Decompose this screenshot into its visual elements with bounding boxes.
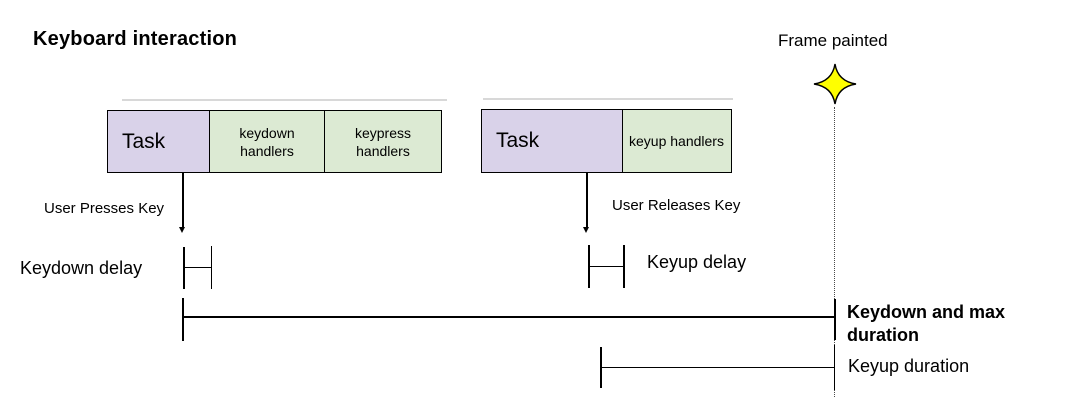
frame-painted-timeline xyxy=(834,107,835,397)
keydown-delay-tick-left xyxy=(183,247,185,289)
user-releases-key-label: User Releases Key xyxy=(612,197,741,214)
keyup-delay-connector xyxy=(588,265,625,267)
guide-line xyxy=(122,99,447,101)
keydown-delay-connector xyxy=(183,266,212,268)
keydown-handlers-box: keydown handlers xyxy=(208,110,326,173)
keydown-max-duration-label: Keydown and max duration xyxy=(847,302,1006,345)
keydown-delay-label: Keydown delay xyxy=(20,258,143,278)
keydown-handlers-label: keydown handlers xyxy=(239,124,295,159)
frame-painted-star-icon xyxy=(813,63,857,105)
user-presses-key-label: User Presses Key xyxy=(44,200,165,217)
keypress-handlers-label: keypress handlers xyxy=(354,124,412,159)
diagram-title: Keyboard interaction xyxy=(33,28,238,50)
keydown-duration-tick-left xyxy=(182,298,184,341)
release-event-arrowhead xyxy=(583,227,589,233)
frame-painted-label: Frame painted xyxy=(778,31,888,50)
task-label: Task xyxy=(496,129,540,152)
keyup-duration-line xyxy=(600,366,835,368)
keyup-task-block: Task keyup handlers xyxy=(481,109,732,173)
keyup-duration-label: Keyup duration xyxy=(848,356,970,376)
keydown-duration-tick-right xyxy=(833,299,836,340)
task-box: Task xyxy=(481,109,623,173)
release-event-arrow-line xyxy=(586,173,588,227)
keydown-duration-line xyxy=(183,315,836,318)
keyup-duration-tick-right xyxy=(833,345,835,390)
guide-line xyxy=(483,98,733,100)
task-box: Task xyxy=(107,110,210,173)
keypress-handlers-box: keypress handlers xyxy=(324,110,442,173)
keyup-handlers-box: keyup handlers xyxy=(621,109,732,173)
keyup-delay-label: Keyup delay xyxy=(647,252,747,272)
keyup-handlers-label: keyup handlers xyxy=(629,133,724,149)
press-event-arrowhead xyxy=(179,227,185,233)
keydown-task-block: Task keydown handlers keypress handlers xyxy=(107,110,442,173)
task-label: Task xyxy=(122,129,166,153)
press-event-arrow-line xyxy=(182,173,184,227)
